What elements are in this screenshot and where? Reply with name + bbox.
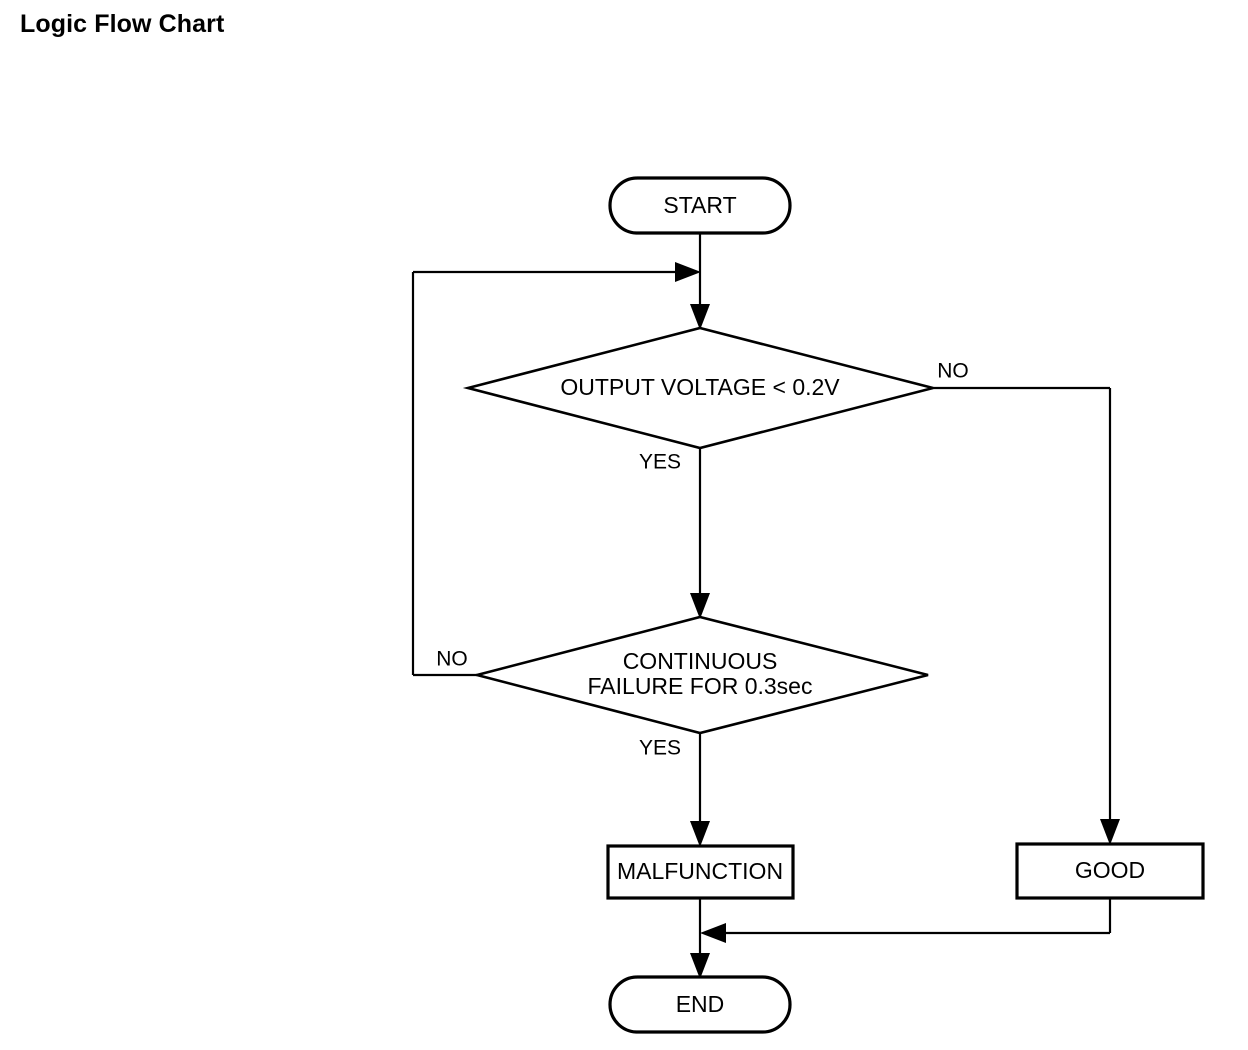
arrow-head-good-join: [700, 923, 726, 943]
node-decision-continuous-failure[interactable]: CONTINUOUS FAILURE FOR 0.3sec: [471, 615, 929, 735]
decision2-label-line1: CONTINUOUS: [623, 648, 778, 674]
malfunction-label: MALFUNCTION: [617, 858, 783, 884]
end-label: END: [676, 991, 725, 1017]
node-end[interactable]: END: [608, 975, 792, 1034]
node-good[interactable]: GOOD: [1015, 842, 1205, 900]
arrow-head-good-top: [1100, 819, 1120, 845]
start-label: START: [663, 192, 736, 218]
decision1-label: OUTPUT VOLTAGE < 0.2V: [560, 374, 840, 400]
page-title: Logic Flow Chart: [20, 10, 225, 38]
malfunction-shape: [606, 844, 795, 900]
node-start[interactable]: START: [608, 176, 792, 235]
branch-label-decision2-no: NO: [436, 648, 468, 671]
end-shape: [608, 975, 792, 1034]
branch-label-decision2-yes: YES: [639, 737, 681, 760]
start-shape: [608, 176, 792, 235]
arrow-head-decision1-top: [690, 304, 710, 330]
good-label: GOOD: [1075, 857, 1145, 883]
arrow-head-end-top: [690, 953, 710, 979]
good-shape: [1015, 842, 1205, 900]
arrow-head-loopback-join: [675, 262, 701, 282]
node-malfunction[interactable]: MALFUNCTION: [606, 844, 795, 900]
decision2-label-line2: FAILURE FOR 0.3sec: [588, 673, 813, 699]
decision2-shape: [471, 615, 929, 735]
node-decision-output-voltage[interactable]: OUTPUT VOLTAGE < 0.2V: [462, 326, 934, 450]
decision1-shape: [462, 326, 934, 450]
branch-label-decision1-yes: YES: [639, 451, 681, 474]
arrow-head-decision2-top: [690, 593, 710, 619]
branch-label-decision1-no: NO: [937, 360, 969, 383]
arrow-head-malfunction-top: [690, 821, 710, 847]
